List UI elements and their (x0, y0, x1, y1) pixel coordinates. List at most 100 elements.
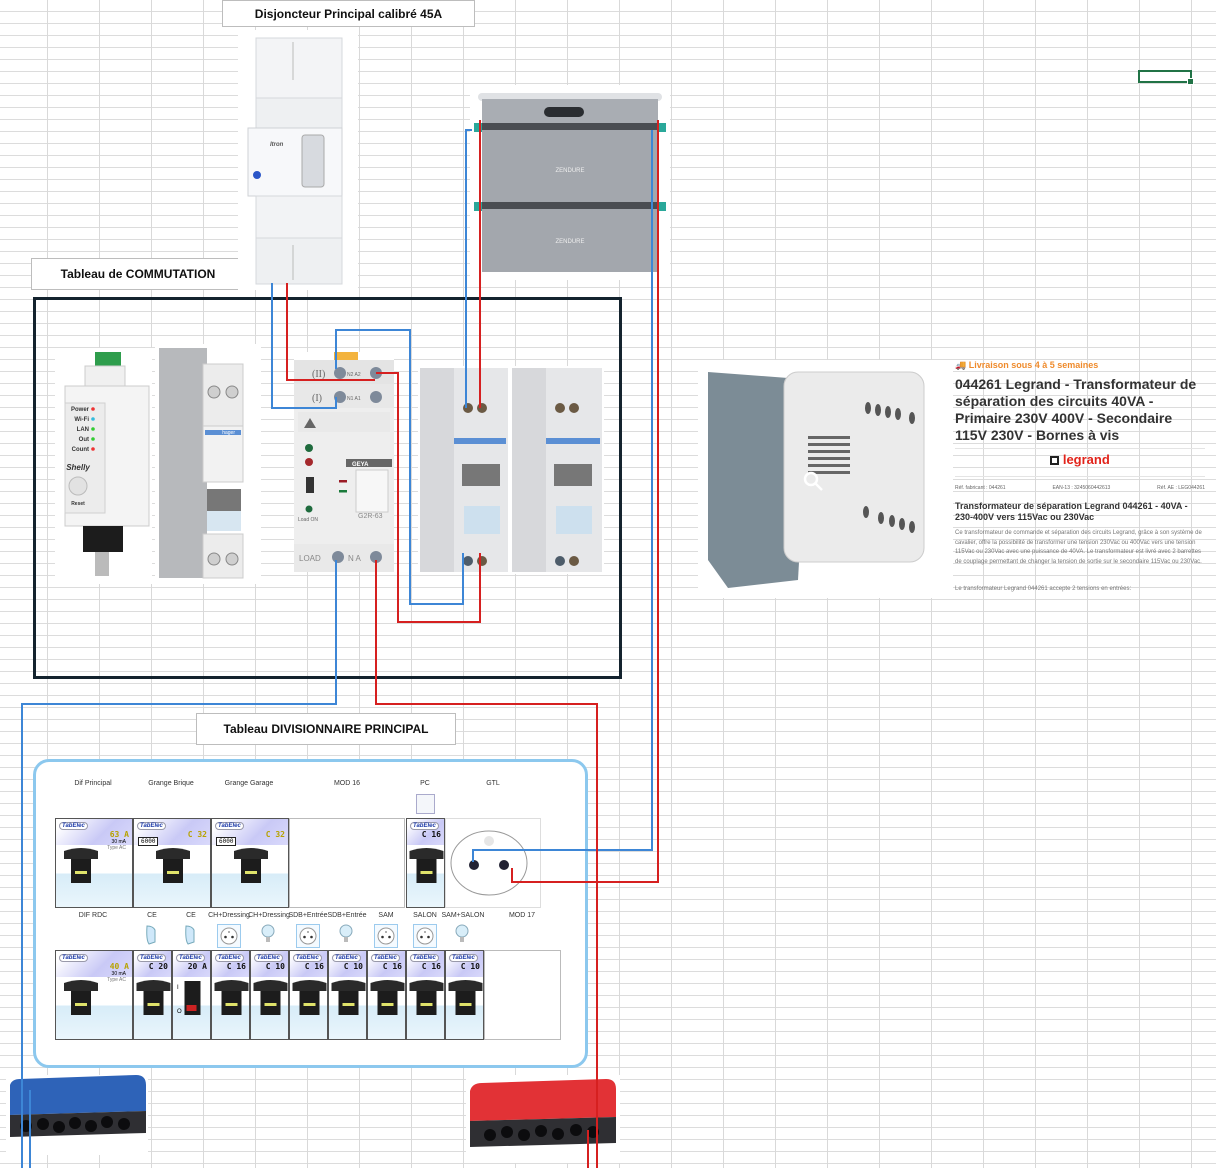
neutral-bar-image[interactable] (6, 1075, 148, 1155)
phase-bar-image[interactable] (466, 1075, 620, 1163)
legrand-logo-icon (1050, 456, 1060, 466)
module-toggle[interactable] (212, 845, 289, 885)
svg-text:O: O (177, 1009, 182, 1015)
terminal-2: N2 A2 (347, 372, 361, 378)
legrand-logo: legrand (955, 452, 1205, 467)
transfer-switch-image[interactable]: (II) (I) N2 A2 N1 A1 GEYA Load ON G2R-63… (294, 352, 394, 572)
hager-brand: hager (222, 430, 235, 436)
selected-cell[interactable] (1138, 70, 1194, 85)
module-toggle[interactable] (329, 977, 367, 1017)
module-toggle[interactable] (407, 845, 445, 885)
row2-label: CH+Dressing (208, 912, 250, 919)
shelly-device-image[interactable]: Power Wi-Fi LAN Out Count Shelly Reset (55, 348, 152, 584)
socket-icon (296, 924, 320, 948)
module-brand: TabElec (137, 954, 166, 962)
module-rating: C 16 (382, 962, 402, 971)
module-rating: C 16 (421, 830, 441, 839)
module-toggle[interactable] (290, 977, 328, 1017)
module-brand: TabElec (176, 954, 205, 962)
row2-label: CH+Dressing (248, 912, 290, 919)
water-heater-icon (140, 924, 162, 946)
module-brand: TabElec (332, 954, 361, 962)
product-footer: Le transformateur Legrand 044261 accepte… (955, 586, 1132, 592)
module-empty[interactable] (484, 950, 561, 1040)
row2-label: SDB+Entrée (327, 912, 367, 919)
module-toggle[interactable] (446, 977, 484, 1017)
main-breaker-image[interactable]: Itron (238, 30, 358, 290)
module-toggle[interactable] (134, 845, 211, 885)
module-toggle[interactable] (134, 977, 172, 1017)
product-title[interactable]: 044261 Legrand - Transformateur de sépar… (955, 376, 1197, 443)
module-brand: TabElec (371, 954, 400, 962)
model-label: G2R-63 (358, 513, 383, 520)
main-breaker-label[interactable]: Disjoncteur Principal calibré 45A (222, 0, 475, 27)
row1-label: MOD 16 (333, 780, 361, 787)
battery-image[interactable]: ZENDURE ZENDURE (470, 85, 670, 280)
module-rating: 63 A (109, 830, 129, 839)
module-rating: C 10 (460, 962, 480, 971)
hager-breakers-pair-image[interactable] (418, 366, 604, 574)
module-brand: TabElec (59, 954, 88, 962)
module-brand: TabElec (293, 954, 322, 962)
row1-label: Grange Brique (148, 780, 194, 787)
module-toggle[interactable] (251, 977, 289, 1017)
module-socket[interactable] (445, 818, 541, 908)
battery-brand-2: ZENDURE (555, 239, 584, 245)
module-toggle[interactable] (56, 845, 133, 885)
breaker-brand: Itron (270, 142, 284, 148)
magnifier-icon (803, 471, 823, 491)
led-power: Power (71, 407, 90, 413)
divider (955, 448, 1205, 449)
module-brand: TabElec (410, 822, 439, 830)
row1-label: Dif Principal (74, 780, 112, 787)
row2-label: CE (147, 912, 157, 919)
module-rating: 20 A (187, 962, 207, 971)
module-rating: C 16 (226, 962, 246, 971)
product-refs: Réf. fabricant : 044261 EAN-13 : 3245060… (955, 485, 1205, 491)
row2-label: SAM (378, 912, 394, 919)
socket-icon (217, 924, 241, 948)
switch-panel-label[interactable]: Tableau de COMMUTATION (31, 258, 245, 290)
module-empty[interactable] (289, 818, 405, 908)
row1-label: Grange Garage (224, 780, 274, 787)
module-toggle[interactable] (368, 977, 406, 1017)
divider-2 (955, 476, 1205, 477)
hager-breaker-image[interactable]: hager (155, 344, 261, 584)
div-panel-label[interactable]: Tableau DIVISIONNAIRE PRINCIPAL (196, 713, 456, 745)
module-brand: TabElec (449, 954, 478, 962)
module-toggle[interactable] (407, 977, 445, 1017)
module-rating: 40 A (109, 962, 129, 971)
module-toggle[interactable]: IO (173, 977, 211, 1017)
row2-label: SDB+Entrée (288, 912, 328, 919)
hager-breaker-2 (512, 368, 602, 572)
module-toggle[interactable] (212, 977, 250, 1017)
led-wifi: Wi-Fi (74, 417, 89, 423)
shelly-reset: Reset (71, 501, 85, 507)
transformer-image[interactable] (698, 360, 953, 598)
module-brand: TabElec (215, 822, 244, 830)
socket-icon (374, 924, 398, 948)
module-rating: C 20 (148, 962, 168, 971)
shelly-logo: Shelly (66, 463, 90, 472)
module-toggle[interactable] (56, 977, 133, 1017)
source-2-label: (II) (312, 369, 325, 380)
pc-icon (416, 794, 435, 814)
bulb-icon (335, 924, 357, 946)
module-rating: C 10 (265, 962, 285, 971)
terminal-1: N1 A1 (347, 396, 361, 402)
led-lan: LAN (77, 427, 89, 433)
